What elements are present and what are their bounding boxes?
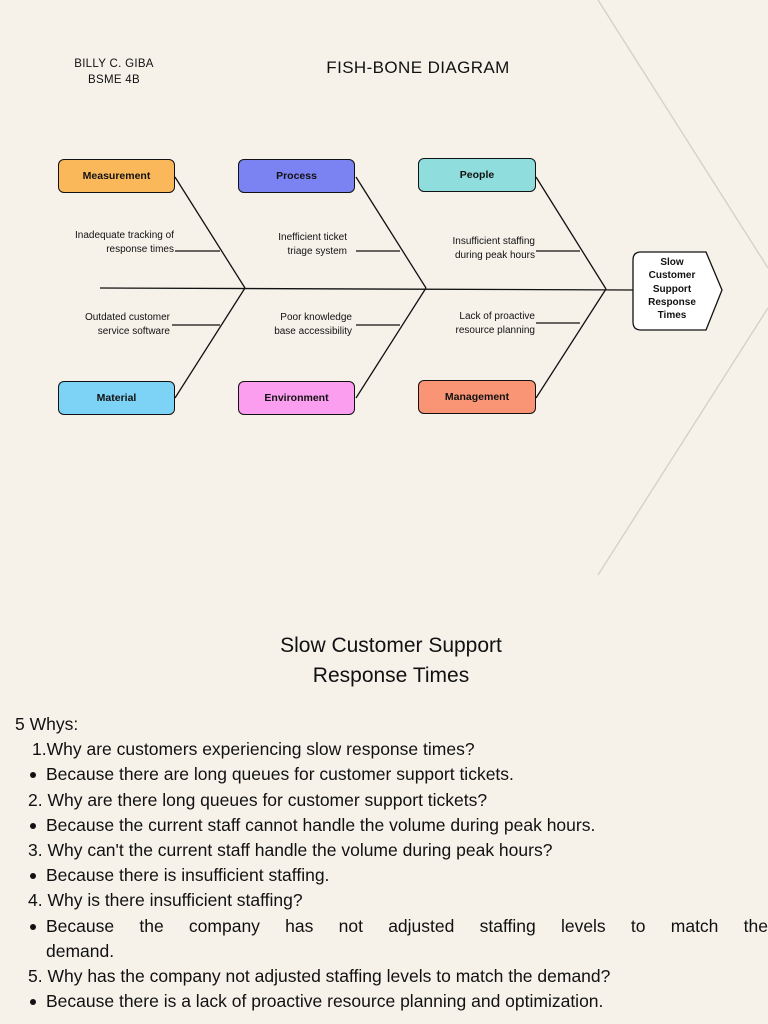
why-answer-5: Because there is a lack of proactive res… bbox=[15, 989, 768, 1014]
cause-people-line1: Insufficient staffing bbox=[452, 236, 535, 247]
cause-measurement-line2: response times bbox=[106, 244, 174, 255]
cause-process-line1: Inefficient ticket bbox=[278, 232, 347, 243]
category-measurement-label: Measurement bbox=[82, 170, 151, 182]
problem-head-text: Slow Customer Support Response Times bbox=[636, 256, 708, 322]
five-whys-section: 5 Whys: 1.Why are customers experiencing… bbox=[15, 712, 768, 1014]
cause-material-line1: Outdated customer bbox=[84, 312, 170, 323]
category-environment: Environment bbox=[238, 381, 355, 415]
cause-measurement-line1: Inadequate tracking of bbox=[75, 230, 174, 241]
why-question-1: 1.Why are customers experiencing slow re… bbox=[32, 739, 475, 760]
category-environment-label: Environment bbox=[264, 392, 329, 404]
whys-heading: 5 Whys: bbox=[15, 714, 79, 734]
why-answer-4-line2: demand. bbox=[46, 940, 115, 961]
fishbone-diagram bbox=[99, 0, 768, 576]
problem-head-line3: Support bbox=[652, 283, 692, 295]
cause-environment-line2: base accessibility bbox=[274, 326, 352, 337]
problem-head-line1: Slow bbox=[660, 257, 684, 268]
cause-material: Outdated customer service software bbox=[50, 311, 170, 339]
cause-process-line2: triage system bbox=[287, 246, 347, 257]
problem-head-line4: Response bbox=[648, 296, 696, 308]
why-answer-4-line1: Because the company has not adjusted sta… bbox=[46, 915, 768, 936]
why-answer-3: Because there is insufficient staffing. bbox=[15, 863, 768, 888]
category-management-label: Management bbox=[444, 391, 510, 403]
cause-environment-line1: Poor knowledge bbox=[280, 312, 352, 323]
why-question-3: 3. Why can't the current staff handle th… bbox=[28, 840, 553, 861]
category-process-label: Process bbox=[276, 170, 317, 182]
why-question-2: 2. Why are there long queues for custome… bbox=[28, 789, 488, 810]
problem-head-line5: Times bbox=[657, 310, 687, 322]
problem-head-line2: Customer bbox=[648, 270, 696, 282]
why-answer-1: Because there are long queues for custom… bbox=[15, 762, 768, 787]
bone-material bbox=[174, 287, 246, 399]
cause-material-line2: service software bbox=[97, 326, 170, 337]
category-measurement: Measurement bbox=[58, 159, 175, 193]
diagram-title: FISH-BONE DIAGRAM bbox=[326, 58, 510, 77]
bone-measurement bbox=[174, 176, 246, 289]
author-block: BILLY C. GIBA BSME 4B bbox=[40, 56, 188, 88]
why-answer-4: Because the company has not adjusted sta… bbox=[15, 914, 768, 964]
problem-title-line1: Slow Customer Support bbox=[280, 634, 502, 657]
cause-management: Lack of proactive resource planning bbox=[420, 310, 536, 338]
category-process: Process bbox=[238, 159, 355, 193]
background-line-lower bbox=[597, 307, 768, 576]
cause-process: Inefficient ticket triage system bbox=[236, 231, 347, 259]
why-question-4: 4. Why is there insufficient staffing? bbox=[28, 890, 303, 911]
bone-environment bbox=[355, 287, 427, 399]
category-management: Management bbox=[418, 380, 536, 414]
category-people-label: People bbox=[459, 169, 495, 181]
author-name: BILLY C. GIBA bbox=[74, 58, 154, 70]
problem-title: Slow Customer Support Response Times bbox=[200, 631, 582, 691]
cause-environment: Poor knowledge base accessibility bbox=[236, 311, 352, 339]
category-material: Material bbox=[58, 381, 175, 415]
problem-head-shape bbox=[632, 251, 723, 331]
problem-title-line2: Response Times bbox=[312, 664, 470, 687]
cause-measurement: Inadequate tracking of response times bbox=[40, 229, 174, 257]
bone-process bbox=[355, 176, 427, 289]
author-section: BSME 4B bbox=[88, 74, 140, 86]
cause-people-line2: during peak hours bbox=[454, 250, 535, 261]
why-question-5: 5. Why has the company not adjusted staf… bbox=[28, 966, 611, 987]
spine-line bbox=[99, 287, 634, 291]
bone-people bbox=[535, 176, 607, 290]
category-people: People bbox=[418, 158, 536, 192]
cause-management-line2: resource planning bbox=[455, 325, 536, 336]
category-material-label: Material bbox=[96, 392, 137, 404]
bone-management bbox=[535, 288, 607, 399]
background-line-upper bbox=[597, 0, 768, 269]
cause-people: Insufficient staffing during peak hours bbox=[415, 235, 535, 263]
why-answer-2: Because the current staff cannot handle … bbox=[15, 813, 768, 838]
cause-management-line1: Lack of proactive bbox=[459, 311, 535, 322]
